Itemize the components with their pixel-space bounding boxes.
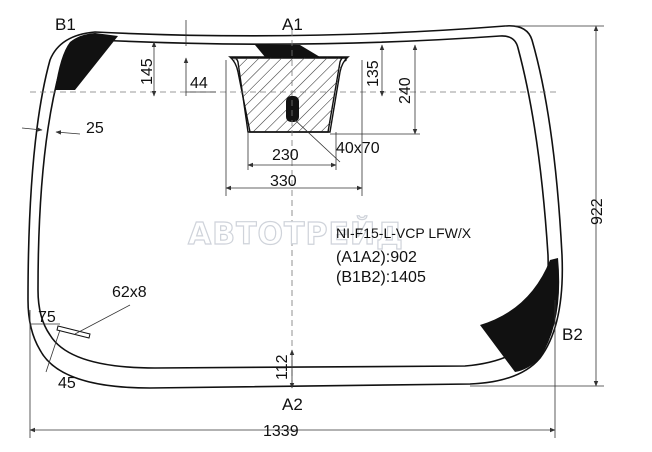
measurement-b1b2: (B1B2):1405 [336,269,426,286]
dim-label-922: 922 [589,198,606,225]
dim-label-135: 135 [365,60,382,87]
dim-line-45 [45,329,61,373]
dim-label-25: 25 [86,120,104,137]
dim-arrow-25-right [55,130,81,135]
label-b1: B1 [55,15,76,34]
label-a1: A1 [282,15,303,34]
label-a2: A2 [282,395,303,414]
glass-outer-outline [27,24,564,389]
measurement-a1a2: (A1A2):902 [336,249,417,266]
dim-label-240: 240 [397,77,414,104]
leader-40x70 [294,119,341,163]
dim-label-145: 145 [139,58,156,85]
dim-label-230: 230 [272,147,299,164]
sensor-window [286,96,299,122]
dim-label-75: 75 [38,309,56,326]
dim-label-1339: 1339 [263,423,299,440]
black-print-top-left [55,33,118,90]
sensor-bracket-outline [228,56,350,133]
black-print-right [480,258,560,372]
leader-62x8 [74,304,131,335]
part-code: NI-F15-L-VCP LFW/X [336,225,472,241]
dim-label-330: 330 [270,173,297,190]
black-print-top-center [255,45,320,57]
label-b2: B2 [562,325,583,344]
dim-label-62x8: 62x8 [112,284,147,301]
dim-label-44: 44 [190,75,208,92]
dim-label-45: 45 [58,375,76,392]
dim-arrow-25-left [21,127,43,132]
dim-label-40x70: 40x70 [336,140,380,157]
dim-label-112: 112 [274,354,291,380]
vin-window-strip [56,325,91,339]
watermark: АВТОТРЕЙД [188,216,404,252]
